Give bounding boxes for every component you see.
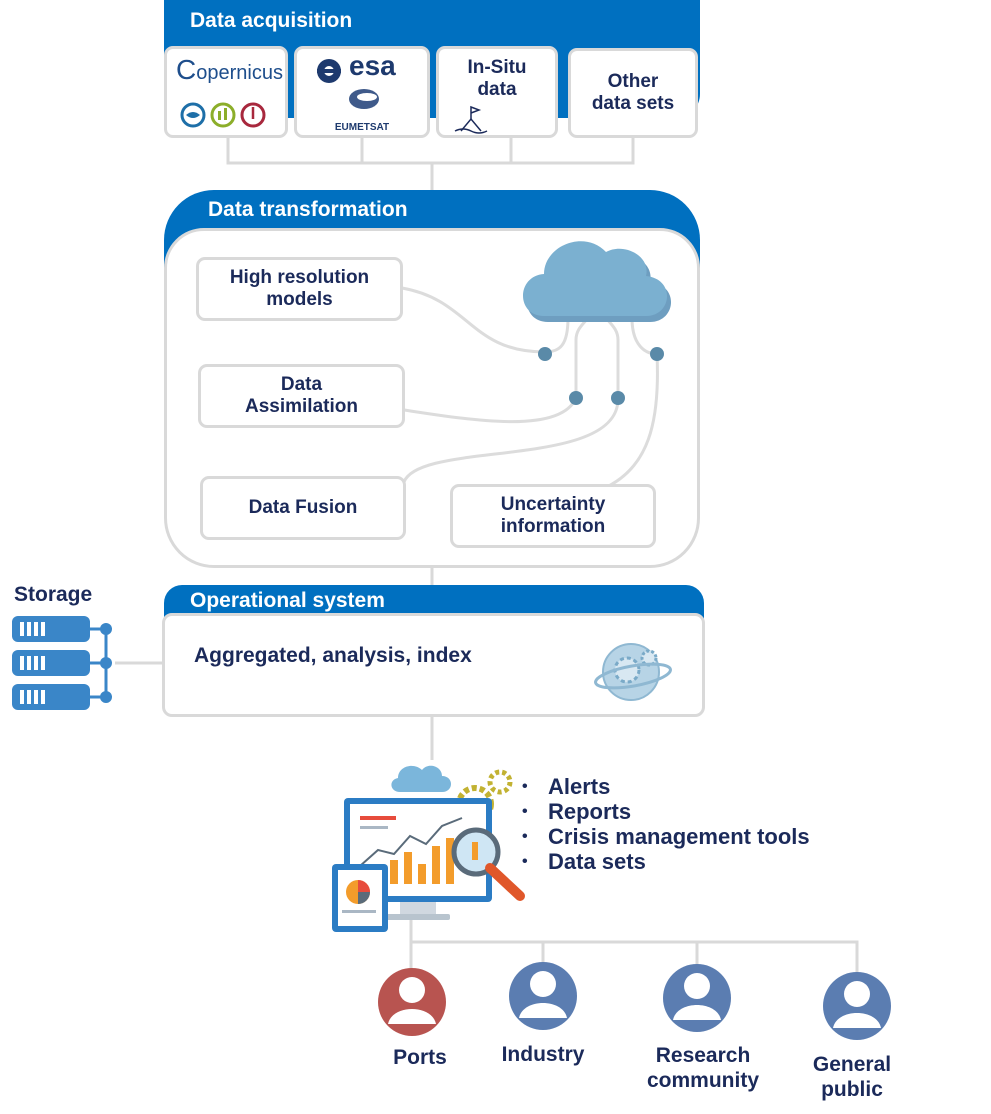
user-label-public: General public xyxy=(812,1053,892,1101)
operational-text: Aggregated, analysis, index xyxy=(194,644,472,667)
user-label-industry: Industry xyxy=(501,1043,585,1066)
research-user-icon xyxy=(663,964,731,1032)
output-item: Alerts xyxy=(520,774,810,799)
server-rack-icon xyxy=(12,616,112,710)
item-uncertainty-information: Uncertainty information xyxy=(450,484,656,548)
node-dot xyxy=(611,391,625,405)
source-esa: esa EUMETSAT xyxy=(294,46,430,138)
output-list: Alerts Reports Crisis management tools D… xyxy=(520,774,810,874)
gear-globe-icon xyxy=(594,643,672,701)
node-dot xyxy=(650,347,664,361)
industry-user-icon xyxy=(509,962,577,1030)
data-assimilation-label: Data Assimilation xyxy=(245,374,358,417)
item-data-fusion: Data Fusion xyxy=(200,476,406,540)
storage-title: Storage xyxy=(14,583,93,606)
copernicus-service-icons xyxy=(180,102,266,128)
dashboard-illustration xyxy=(332,765,525,932)
buoy-icon xyxy=(454,105,488,134)
eumetsat-logo-icon xyxy=(349,89,379,109)
cloud-icon xyxy=(523,241,672,322)
acquisition-title: Data acquisition xyxy=(190,9,353,32)
user-label-ports: Ports xyxy=(393,1046,447,1069)
output-item: Reports xyxy=(520,799,810,824)
esa-logo-icon xyxy=(317,59,341,83)
public-user-icon xyxy=(823,972,891,1040)
output-item: Crisis management tools xyxy=(520,824,810,849)
item-data-assimilation: Data Assimilation xyxy=(198,364,405,428)
source-other: Other data sets xyxy=(568,48,698,138)
output-item: Data sets xyxy=(520,849,810,874)
user-label-research: Research community xyxy=(646,1044,759,1092)
in-situ-label: In-Situ data xyxy=(467,57,527,100)
uncertainty-label: Uncertainty information xyxy=(500,494,606,537)
high-resolution-label: High resolution models xyxy=(229,267,370,310)
small-cloud-icon xyxy=(391,765,451,792)
eumetsat-text: EUMETSAT xyxy=(334,122,390,133)
ports-user-icon xyxy=(378,968,446,1036)
other-data-label: Other data sets xyxy=(591,71,675,114)
esa-logo-text: esa xyxy=(349,50,396,81)
source-in-situ: In-Situ data xyxy=(436,46,558,138)
operational-panel: Aggregated, analysis, index xyxy=(162,613,705,717)
node-dot xyxy=(569,391,583,405)
node-dot xyxy=(538,347,552,361)
item-high-resolution-models: High resolution models xyxy=(196,257,403,321)
transformation-title: Data transformation xyxy=(208,198,408,221)
copernicus-logo-text: opernicus xyxy=(196,62,283,84)
source-copernicus: Copernicus xyxy=(164,46,288,138)
copernicus-initial: C xyxy=(176,54,197,85)
operational-title: Operational system xyxy=(190,589,385,612)
data-fusion-label: Data Fusion xyxy=(248,497,358,518)
